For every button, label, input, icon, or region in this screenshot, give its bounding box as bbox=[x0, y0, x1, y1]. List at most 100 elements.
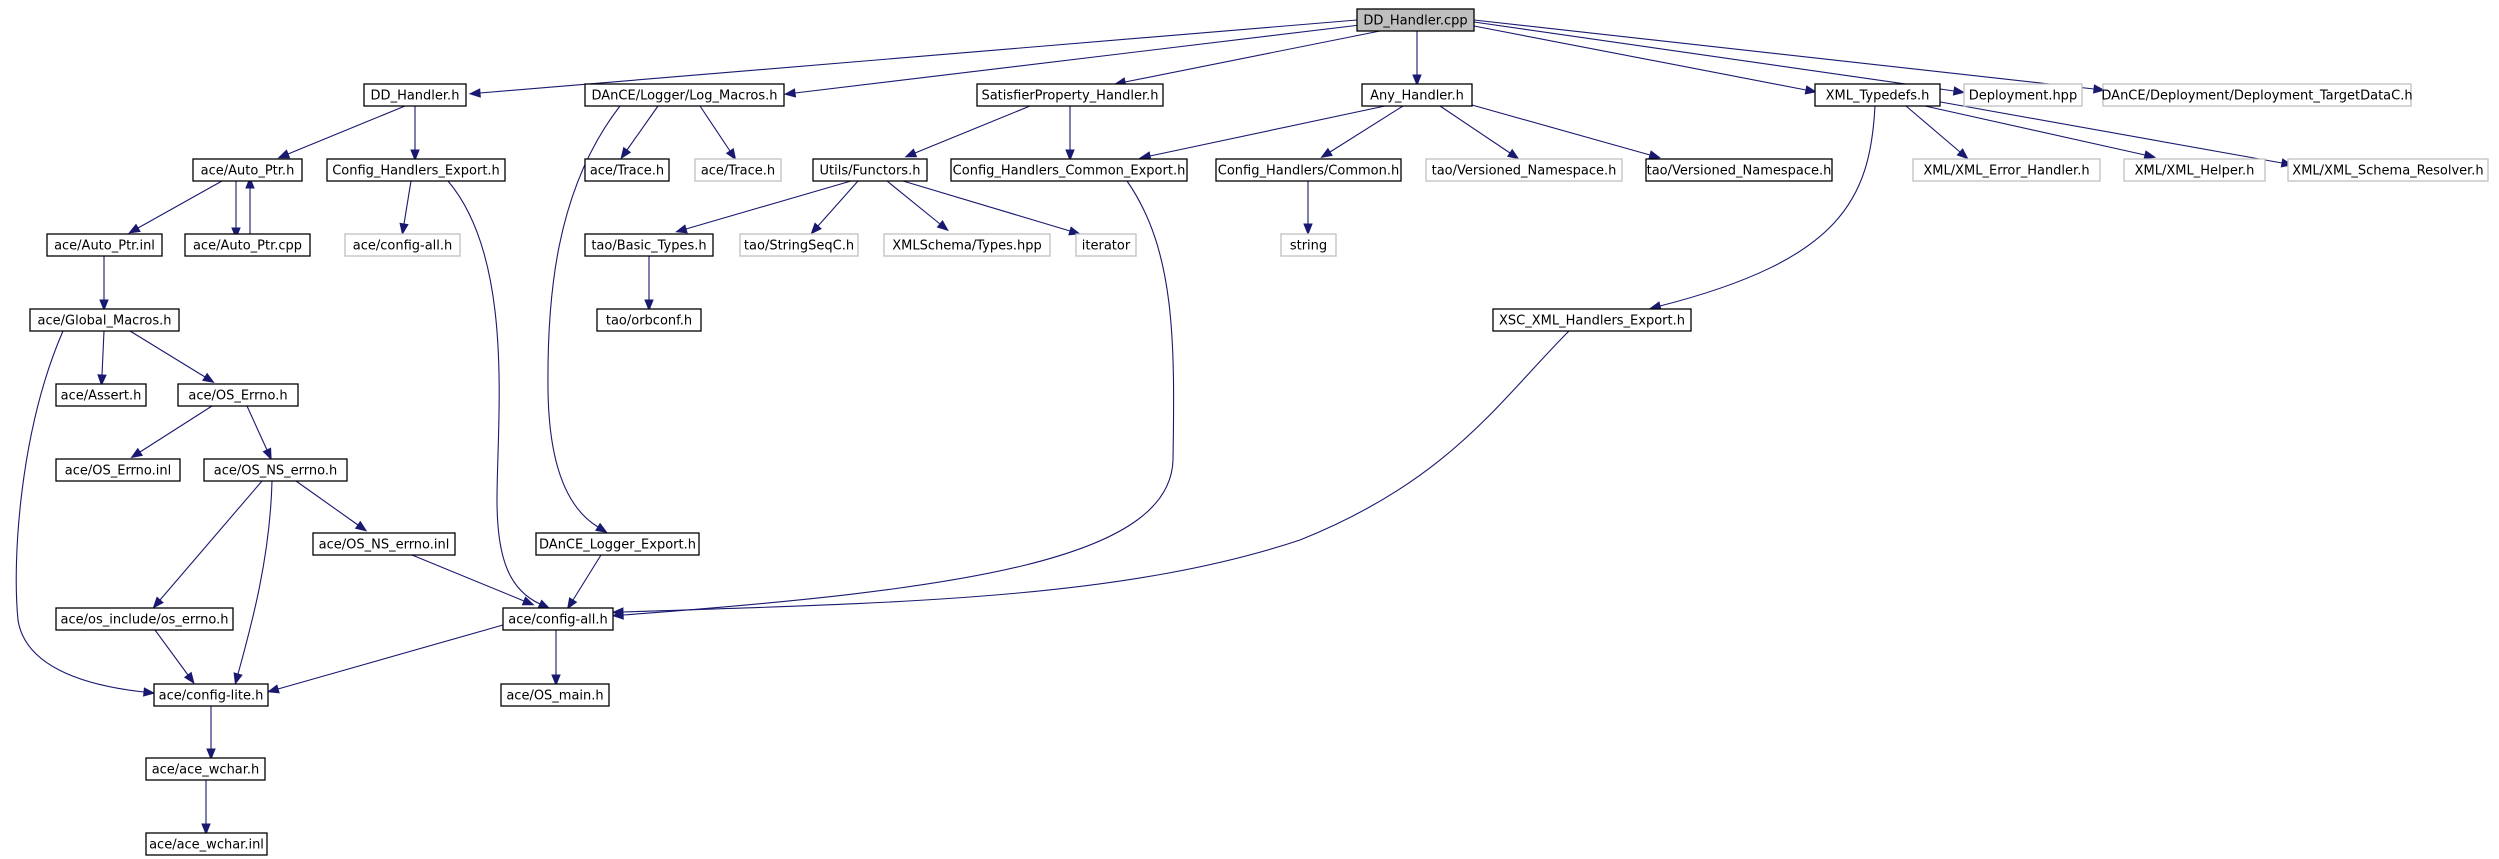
edge-arrowhead bbox=[1506, 148, 1520, 160]
node-trace-h-a[interactable]: ace/Trace.h bbox=[584, 158, 670, 182]
node-box bbox=[55, 607, 234, 631]
edge-line bbox=[237, 480, 273, 675]
node-box bbox=[1280, 233, 1337, 257]
node-label: ace/OS_Errno.inl bbox=[65, 464, 171, 479]
node-label: XSC_XML_Handlers_Export.h bbox=[1499, 314, 1685, 329]
node-any-handler-h[interactable]: Any_Handler.h bbox=[1361, 83, 1473, 107]
node-xml-helper-h: XML/XML_Helper.h bbox=[2123, 158, 2266, 182]
edge-config_handlers_common_h-to-string bbox=[1303, 181, 1313, 236]
node-os-errno-h[interactable]: ace/OS_Errno.h bbox=[177, 383, 299, 407]
edge-arrowhead bbox=[206, 748, 216, 761]
node-box bbox=[584, 158, 670, 182]
node-label: SatisfierProperty_Handler.h bbox=[981, 89, 1158, 104]
node-xsc-export-h[interactable]: XSC_XML_Handlers_Export.h bbox=[1492, 308, 1692, 332]
edge-line bbox=[794, 24, 1361, 94]
node-utils-functors-h[interactable]: Utils/Functors.h bbox=[812, 158, 928, 182]
edge-arrowhead bbox=[1065, 149, 1075, 162]
node-basic-types-h[interactable]: tao/Basic_Types.h bbox=[584, 233, 714, 257]
edge-config_all_h-to-config_lite_h bbox=[267, 624, 504, 694]
edge-arrowhead bbox=[725, 147, 737, 161]
node-box bbox=[312, 532, 456, 556]
edge-arrowhead bbox=[595, 522, 608, 533]
edge-line bbox=[685, 180, 852, 230]
node-box bbox=[145, 757, 266, 781]
node-config-lite-h[interactable]: ace/config-lite.h bbox=[153, 683, 269, 707]
node-deployment-targetdatac-h: DAnCE/Deployment/Deployment_TargetDataC.… bbox=[2101, 83, 2413, 107]
edge-line bbox=[15, 330, 145, 693]
edge-line bbox=[1905, 105, 1961, 153]
node-dance-logger-export-h[interactable]: DAnCE_Logger_Export.h bbox=[535, 532, 700, 556]
node-label: XML/XML_Helper.h bbox=[2135, 164, 2255, 179]
node-global-macros-h[interactable]: ace/Global_Macros.h bbox=[29, 308, 180, 332]
node-os-main-h[interactable]: ace/OS_main.h bbox=[500, 683, 610, 707]
node-dd-handler-cpp[interactable]: DD_Handler.cpp bbox=[1356, 8, 1475, 32]
node-label: XMLSchema/Types.hpp bbox=[892, 239, 1042, 254]
edge-any_handler_h-to-config_handlers_common_h bbox=[1320, 105, 1404, 159]
node-box bbox=[812, 158, 928, 182]
node-xml-typedefs-h[interactable]: XML_Typedefs.h bbox=[1814, 83, 1941, 107]
node-box bbox=[192, 158, 303, 182]
node-versioned-ns-b[interactable]: tao/Versioned_Namespace.h bbox=[1645, 158, 1833, 182]
edge-line bbox=[1659, 105, 1876, 307]
node-box bbox=[363, 83, 467, 107]
edge-arrowhead bbox=[399, 222, 409, 236]
edge-log_macros_h-to-trace_h_a bbox=[620, 105, 659, 160]
node-config-handlers-common-h[interactable]: Config_Handlers/Common.h bbox=[1215, 158, 1402, 182]
node-config-all-h[interactable]: ace/config-all.h bbox=[502, 607, 614, 631]
edge-arrowhead bbox=[566, 597, 578, 610]
node-box bbox=[502, 607, 614, 631]
node-ace-wchar-h[interactable]: ace/ace_wchar.h bbox=[145, 757, 266, 781]
node-box bbox=[739, 233, 859, 257]
node-label: ace/Global_Macros.h bbox=[38, 314, 172, 329]
node-config-handlers-export-h[interactable]: Config_Handlers_Export.h bbox=[326, 158, 506, 182]
node-config-handlers-common-export-h[interactable]: Config_Handlers_Common_Export.h bbox=[950, 158, 1188, 182]
edge-line bbox=[626, 105, 659, 151]
node-label: XML_Typedefs.h bbox=[1826, 89, 1930, 104]
node-os-include-os-errno-h[interactable]: ace/os_include/os_errno.h bbox=[55, 607, 234, 631]
node-box bbox=[976, 83, 1164, 107]
node-os-errno-inl[interactable]: ace/OS_Errno.inl bbox=[55, 458, 181, 482]
node-box bbox=[1425, 158, 1623, 182]
node-auto-ptr-cpp[interactable]: ace/Auto_Ptr.cpp bbox=[184, 233, 311, 257]
edge-arrowhead bbox=[521, 596, 535, 606]
edge-basic_types_h-to-orbconf_h bbox=[644, 256, 654, 312]
node-os-ns-errno-inl[interactable]: ace/OS_NS_errno.inl bbox=[312, 532, 456, 556]
node-label: Config_Handlers/Common.h bbox=[1218, 164, 1399, 179]
node-ace-wchar-inl[interactable]: ace/ace_wchar.inl bbox=[145, 832, 268, 856]
edge-arrowhead bbox=[410, 149, 420, 162]
edge-line bbox=[1439, 105, 1511, 154]
node-orbconf-h[interactable]: tao/orbconf.h bbox=[596, 308, 702, 332]
node-label: ace/Trace.h bbox=[701, 164, 775, 179]
node-box bbox=[326, 158, 506, 182]
node-label: ace/os_include/os_errno.h bbox=[61, 613, 229, 628]
node-log-macros-h[interactable]: DAnCE/Logger/Log_Macros.h bbox=[584, 83, 785, 107]
node-auto-ptr-inl[interactable]: ace/Auto_Ptr.inl bbox=[46, 233, 163, 257]
edge-arrowhead bbox=[783, 88, 797, 98]
edge-line bbox=[129, 330, 206, 378]
node-xml-error-handler-h: XML/XML_Error_Handler.h bbox=[1912, 158, 2101, 182]
edge-config_handlers_export_h-to-config_all_h bbox=[447, 180, 551, 609]
edge-line bbox=[137, 180, 223, 229]
edge-global_macros_h-to-os_errno_h bbox=[129, 330, 215, 383]
node-satisfier-h[interactable]: SatisfierProperty_Handler.h bbox=[976, 83, 1164, 107]
node-label: DD_Handler.h bbox=[371, 89, 460, 104]
edge-arrowhead bbox=[231, 227, 241, 240]
edge-line bbox=[277, 624, 504, 690]
edge-arrowhead bbox=[1412, 74, 1422, 87]
node-os-ns-errno-h[interactable]: ace/OS_NS_errno.h bbox=[203, 458, 348, 482]
edge-os_ns_errno_h-to-config_lite_h bbox=[233, 480, 273, 685]
node-box bbox=[883, 233, 1051, 257]
edge-arrowhead bbox=[611, 607, 624, 617]
node-assert-h[interactable]: ace/Assert.h bbox=[55, 383, 147, 407]
node-label: Utils/Functors.h bbox=[820, 164, 921, 179]
node-auto-ptr-h[interactable]: ace/Auto_Ptr.h bbox=[192, 158, 303, 182]
edge-line bbox=[246, 405, 268, 451]
edge-xml_typedefs_h-to-xml_error_handler_h bbox=[1905, 105, 1969, 160]
edge-line bbox=[1473, 19, 2095, 90]
edge-line bbox=[1329, 105, 1404, 153]
node-dd-handler-h[interactable]: DD_Handler.h bbox=[363, 83, 467, 107]
edge-line bbox=[295, 480, 359, 526]
edge-arrowhead bbox=[537, 599, 551, 609]
